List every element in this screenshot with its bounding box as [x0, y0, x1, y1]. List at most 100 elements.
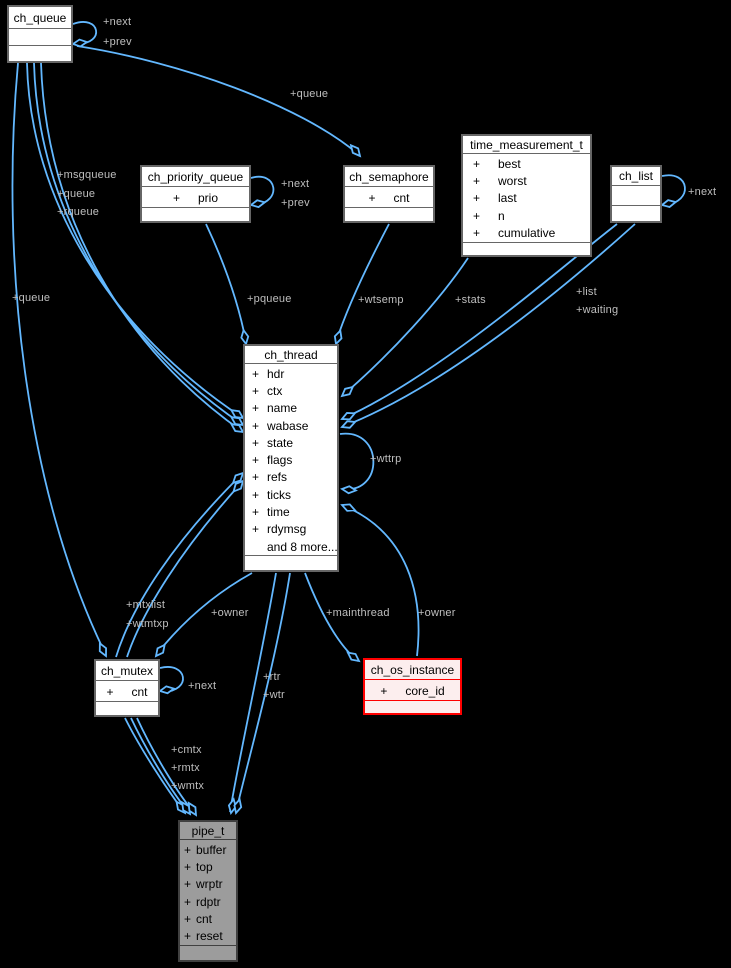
members-compartment: +best+worst+last+n+cumulative: [463, 154, 590, 242]
members-compartment: +buffer+top+wrptr+rdptr+cnt+reset: [180, 840, 236, 945]
visibility-public-sign: +: [473, 208, 481, 223]
visibility-public-sign: +: [184, 894, 192, 909]
visibility-public-sign: +: [252, 470, 260, 485]
class-box-ch_thread[interactable]: ch_thread+hdr+ctx+name+wabase+state+flag…: [243, 344, 339, 572]
edge-label-prev: +prev: [281, 197, 310, 209]
class-title: ch_semaphore: [345, 167, 433, 187]
class-box-ch_queue[interactable]: ch_queue: [7, 5, 73, 63]
visibility-public-sign: +: [252, 453, 260, 468]
edge-label-mainthread: +mainthread: [326, 607, 390, 619]
visibility-public-sign: +: [252, 435, 260, 450]
edge-label-rqueue: +rqueue: [57, 206, 100, 218]
class-member-row: +last: [463, 190, 590, 207]
aggregation-diamond: [249, 199, 267, 209]
member-name: wrptr: [196, 877, 223, 892]
aggregation-diamond: [232, 479, 245, 493]
class-title: ch_os_instance: [365, 660, 460, 680]
empty-methods-compartment: [180, 944, 236, 960]
edge-label-next: +next: [188, 680, 217, 692]
member-name: flags: [267, 453, 293, 468]
member-name: top: [196, 859, 213, 874]
member-name: hdr: [267, 366, 285, 381]
class-member-row: +n: [463, 207, 590, 224]
edge-label-waiting: +waiting: [576, 304, 619, 316]
class-member-row: +time: [245, 503, 337, 520]
class-box-ch_list[interactable]: ch_list: [610, 165, 662, 223]
edge-thread-queue: [33, 62, 244, 426]
edge-semaphore-queue: [76, 45, 359, 155]
aggregation-diamond: [340, 420, 357, 429]
class-title: ch_mutex: [96, 661, 158, 681]
class-member-row: +ticks: [245, 486, 337, 503]
visibility-public-sign: +: [252, 522, 260, 537]
aggregation-diamond: [187, 801, 198, 817]
visibility-public-sign: +: [252, 366, 260, 381]
empty-members-compartment: [9, 29, 71, 45]
aggregation-diamond: [339, 485, 358, 495]
edge-pipe-wtr: [235, 572, 291, 813]
edge-label-owner: +owner: [211, 607, 249, 619]
member-name: best: [498, 156, 521, 171]
empty-methods-compartment: [345, 207, 433, 221]
members-compartment: +prio: [142, 187, 249, 207]
member-name: cnt: [131, 684, 148, 699]
member-name: rdymsg: [267, 522, 307, 537]
class-member-row: +refs: [245, 469, 337, 486]
class-member-row: +core_id: [365, 681, 460, 700]
aggregation-diamond: [229, 423, 245, 434]
member-name: n: [498, 208, 505, 223]
aggregation-diamond: [158, 685, 176, 695]
class-member-row: +ctx: [245, 382, 337, 399]
visibility-public-sign: +: [252, 401, 260, 416]
class-box-pipe_t[interactable]: pipe_t+buffer+top+wrptr+rdptr+cnt+reset: [178, 820, 238, 962]
visibility-public-sign: +: [473, 226, 481, 241]
edge-label-cmtx: +cmtx: [171, 744, 202, 756]
visibility-public-sign: +: [184, 929, 192, 944]
member-name: reset: [196, 929, 223, 944]
class-box-time_measurement_t[interactable]: time_measurement_t+best+worst+last+n+cum…: [461, 134, 592, 257]
class-box-ch_semaphore[interactable]: ch_semaphore+cnt: [343, 165, 435, 223]
edge-label-wtmtxp: +wtmtxp: [126, 618, 169, 630]
visibility-public-sign: +: [252, 418, 260, 433]
aggregation-diamond: [227, 797, 237, 815]
class-title: ch_queue: [9, 7, 71, 29]
edge-thread-wtmtxp: [126, 480, 244, 658]
member-name: name: [267, 401, 298, 416]
class-member-row: +wabase: [245, 417, 337, 434]
empty-methods-compartment: [245, 555, 337, 570]
edge-pipe-rtr: [229, 572, 277, 813]
visibility-public-sign: +: [252, 383, 260, 398]
aggregation-diamond: [346, 651, 361, 663]
members-compartment: +cnt: [96, 681, 158, 701]
member-name: prio: [198, 190, 219, 205]
edge-label-next: +next: [281, 178, 310, 190]
edge-label-owner: +owner: [418, 607, 456, 619]
class-box-ch_mutex[interactable]: ch_mutex+cnt: [94, 659, 160, 717]
member-name: buffer: [196, 842, 227, 857]
member-name: time: [267, 505, 290, 520]
edge-label-queue: +queue: [57, 188, 96, 200]
class-member-row: +top: [180, 858, 236, 875]
class-title: ch_priority_queue: [142, 167, 249, 187]
class-member-row: +cnt: [180, 910, 236, 927]
class-member-row: + name: [245, 400, 337, 417]
aggregation-diamond: [340, 503, 357, 512]
edge-thread-waiting: [341, 223, 636, 428]
edge-label-msgqueue: +msgqueue: [57, 169, 117, 181]
edge-mutex-queue: [11, 62, 107, 656]
class-box-ch_os_instance[interactable]: ch_os_instance+core_id: [363, 658, 462, 715]
edge-thread-rqueue: [40, 62, 244, 433]
visibility-public-sign: +: [184, 911, 192, 926]
class-title: ch_thread: [245, 346, 337, 364]
class-member-row: +cnt: [345, 188, 433, 207]
class-member-row: +rdptr: [180, 893, 236, 910]
class-box-ch_priority_queue[interactable]: ch_priority_queue+prio: [140, 165, 251, 223]
edge-mutex-owner: [155, 572, 253, 656]
class-member-row: +cnt: [96, 682, 158, 701]
edge-thread-self-loop: [339, 432, 375, 490]
aggregation-diamond: [660, 199, 678, 208]
edge-label-queue: +queue: [12, 292, 51, 304]
members-compartment: +cnt: [345, 187, 433, 207]
